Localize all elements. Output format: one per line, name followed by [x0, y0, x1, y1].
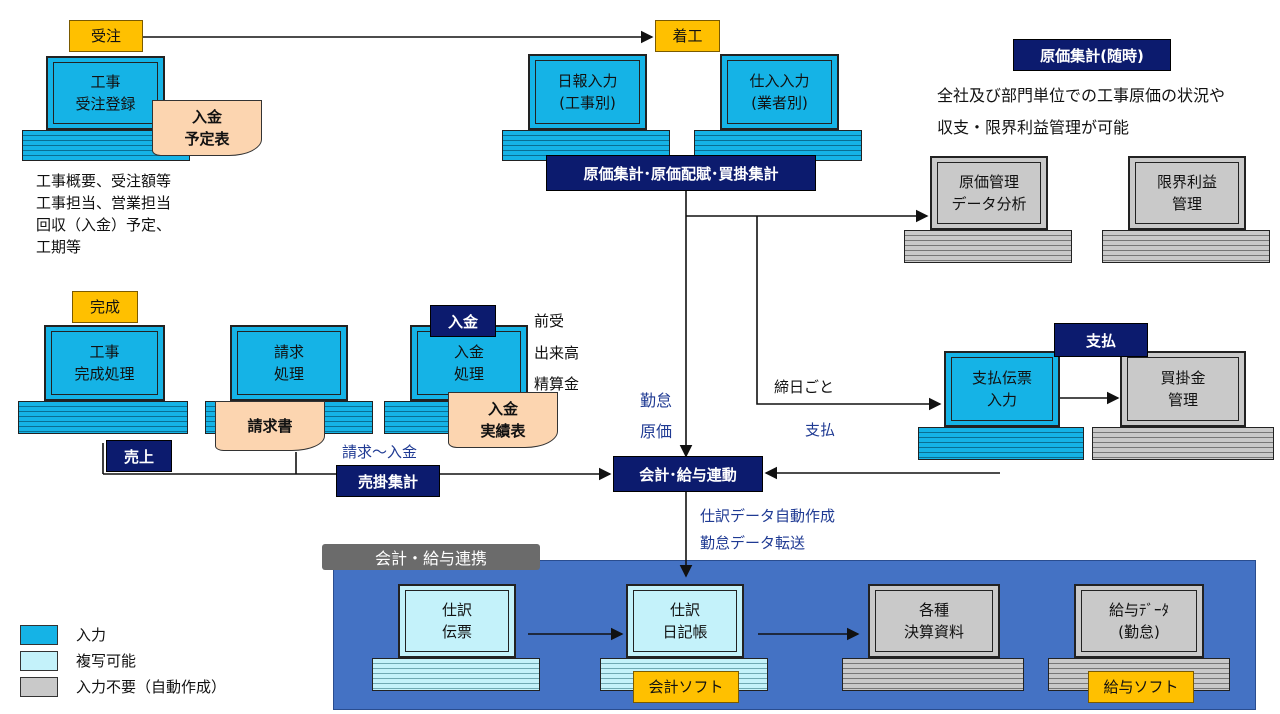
arrow-cutoff: [756, 216, 942, 411]
order-detail-1: 工事概要、受注額等: [36, 172, 172, 190]
laptop-accounts-payable[interactable]: 買掛金 管理: [1120, 351, 1246, 427]
receipt-type-3: 精算金: [534, 375, 580, 393]
tag-cost-calc[interactable]: 原価集計･原価配賦･買掛集計: [546, 155, 816, 191]
laptop-label: 仕入入力 (業者別): [727, 60, 832, 124]
laptop-completion[interactable]: 工事 完成処理: [44, 325, 165, 401]
tag-receivable[interactable]: 売掛集計: [336, 465, 440, 497]
laptop-label: 工事 受注登録: [53, 62, 158, 124]
laptop-journal-slip[interactable]: 仕訳 伝票: [398, 584, 516, 658]
laptop-billing[interactable]: 請求 処理: [230, 325, 348, 401]
laptop-label: 仕訳 日記帳: [633, 590, 737, 652]
laptop-label: 入金 処理: [417, 331, 521, 395]
label-attendance: 勤怠: [640, 391, 673, 410]
tag-start: 着工: [655, 20, 720, 52]
receipt-type-1: 前受: [534, 312, 565, 330]
doc-invoice: 請求書: [215, 401, 325, 451]
laptop-purchase[interactable]: 仕入入力 (業者別): [720, 54, 839, 130]
laptop-label: 工事 完成処理: [51, 331, 158, 395]
doc-deposit-schedule: 入金 予定表: [152, 100, 262, 156]
legend-label: 複写可能: [76, 652, 137, 670]
tag-cost-summary: 原価集計(随時): [1013, 39, 1171, 71]
order-detail-3: 回収（入金）予定、: [36, 216, 172, 234]
laptop-base: [918, 427, 1084, 460]
legend-swatch-auto: [20, 677, 58, 697]
label-cost: 原価: [640, 422, 673, 441]
tag-complete: 完成: [72, 291, 138, 323]
laptop-cost-management[interactable]: 原価管理 データ分析: [930, 156, 1048, 230]
laptop-order-registration[interactable]: 工事 受注登録: [46, 56, 165, 130]
panel-title: 会計・給与連携: [322, 544, 540, 570]
laptop-label: 給与ﾃﾞｰﾀ (勤怠): [1081, 590, 1197, 652]
laptop-base: [842, 658, 1024, 691]
laptop-daily-report[interactable]: 日報入力 (工事別): [528, 54, 647, 130]
laptop-label: 各種 決算資料: [875, 590, 993, 652]
legend-swatch-copy: [20, 651, 58, 671]
laptop-label: 買掛金 管理: [1127, 357, 1239, 421]
tag-acct-soft: 会計ソフト: [633, 671, 739, 703]
legend-label: 入力: [76, 626, 107, 644]
laptop-pay-slip[interactable]: 支払伝票 入力: [944, 351, 1060, 427]
laptop-payroll[interactable]: 給与ﾃﾞｰﾀ (勤怠): [1074, 584, 1204, 658]
laptop-base: [372, 658, 540, 691]
label-attendance-transfer: 勤怠データ転送: [700, 534, 806, 552]
tag-sales: 売上: [106, 440, 172, 472]
laptop-statements[interactable]: 各種 決算資料: [868, 584, 1000, 658]
legend-label: 入力不要（自動作成）: [76, 678, 227, 696]
tag-order: 受注: [69, 20, 143, 52]
legend: 入力 複写可能 入力不要（自動作成）: [20, 622, 310, 702]
order-detail-2: 工事担当、営業担当: [36, 194, 172, 212]
laptop-label: 原価管理 データ分析: [937, 162, 1041, 224]
laptop-margin[interactable]: 限界利益 管理: [1128, 156, 1246, 230]
legend-item: 入力不要（自動作成）: [20, 674, 310, 700]
label-bill-to-receipt: 請求～入金: [342, 443, 418, 461]
legend-item: 入力: [20, 622, 310, 648]
laptop-label: 限界利益 管理: [1135, 162, 1239, 224]
tag-payout: 支払: [1054, 323, 1148, 357]
label-auto-journal: 仕訳データ自動作成: [700, 507, 836, 525]
receipt-type-2: 出来高: [534, 344, 580, 362]
legend-swatch-input: [20, 625, 58, 645]
laptop-label: 請求 処理: [237, 331, 341, 395]
laptop-base: [18, 401, 188, 434]
tag-accounting-link[interactable]: 会計･給与連動: [613, 456, 763, 492]
laptop-label: 支払伝票 入力: [951, 357, 1053, 421]
laptop-base: [904, 230, 1072, 263]
label-cutoff: 締日ごと: [774, 378, 835, 396]
legend-item: 複写可能: [20, 648, 310, 674]
label-pay: 支払: [805, 421, 836, 439]
laptop-journal-book[interactable]: 仕訳 日記帳: [626, 584, 744, 658]
laptop-base: [1092, 427, 1274, 460]
doc-deposit-record: 入金 実績表: [448, 392, 558, 448]
laptop-label: 日報入力 (工事別): [535, 60, 640, 124]
order-detail-4: 工期等: [36, 238, 82, 256]
laptop-base: [1102, 230, 1270, 263]
summary-desc-1: 全社及び部門単位での工事原価の状況や: [937, 86, 1226, 105]
summary-desc-2: 収支・限界利益管理が可能: [937, 118, 1130, 137]
tag-payroll-soft: 給与ソフト: [1088, 671, 1194, 703]
tag-payment-in: 入金: [430, 305, 496, 337]
laptop-label: 仕訳 伝票: [405, 590, 509, 652]
